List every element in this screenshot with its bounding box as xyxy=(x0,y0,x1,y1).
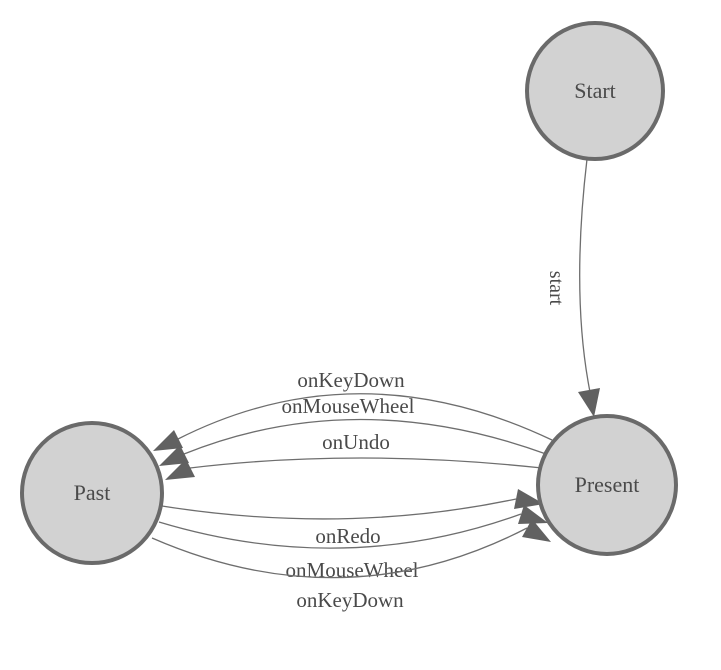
edge-label-start: start xyxy=(545,271,567,306)
edge-label-onkeydown-bottom: onKeyDown xyxy=(296,588,404,612)
state-circle-past xyxy=(20,421,164,565)
nodes-group: Start Present Past xyxy=(20,21,678,565)
state-node-present: Present xyxy=(536,414,678,556)
edge-present-to-past-onundo xyxy=(189,457,543,469)
edge-start-to-present xyxy=(579,158,591,393)
edge-present-to-past-onkeydown xyxy=(177,393,553,441)
edge-present-to-past-onmousewheel xyxy=(183,418,547,455)
edge-past-to-present-onkeydown xyxy=(151,527,528,579)
state-node-start: Start xyxy=(525,21,665,161)
arrowhead-icon-onkeydown-to-present xyxy=(522,519,551,542)
edges-group: start onKeyDown onMouseWheel onUndo onRe… xyxy=(151,158,600,612)
arrowhead-icon-onmousewheel-to-present xyxy=(518,505,548,524)
state-label-start: Start xyxy=(574,78,616,103)
arrowhead-icon-start-to-present xyxy=(578,388,600,417)
edge-label-onundo: onUndo xyxy=(322,430,390,454)
arrowhead-icon-onmousewheel-to-past xyxy=(159,445,189,466)
state-circle-present xyxy=(536,414,678,556)
state-label-present: Present xyxy=(575,472,640,497)
arrowhead-icon-onkeydown-to-past xyxy=(153,430,183,451)
edge-label-onredo: onRedo xyxy=(315,524,380,548)
edge-past-to-present-onredo xyxy=(161,498,517,520)
state-label-past: Past xyxy=(74,480,111,505)
edge-label-onkeydown-top: onKeyDown xyxy=(297,368,405,392)
edge-past-to-present-onmousewheel xyxy=(158,513,522,549)
edge-label-onmousewheel-top: onMouseWheel xyxy=(282,394,415,418)
arrowhead-icon-onredo-to-present xyxy=(514,489,544,509)
state-circle-start xyxy=(525,21,665,161)
arrowhead-icon-onundo-to-past xyxy=(165,459,195,480)
state-node-past: Past xyxy=(20,421,164,565)
edge-label-onmousewheel-bottom: onMouseWheel xyxy=(286,558,419,582)
